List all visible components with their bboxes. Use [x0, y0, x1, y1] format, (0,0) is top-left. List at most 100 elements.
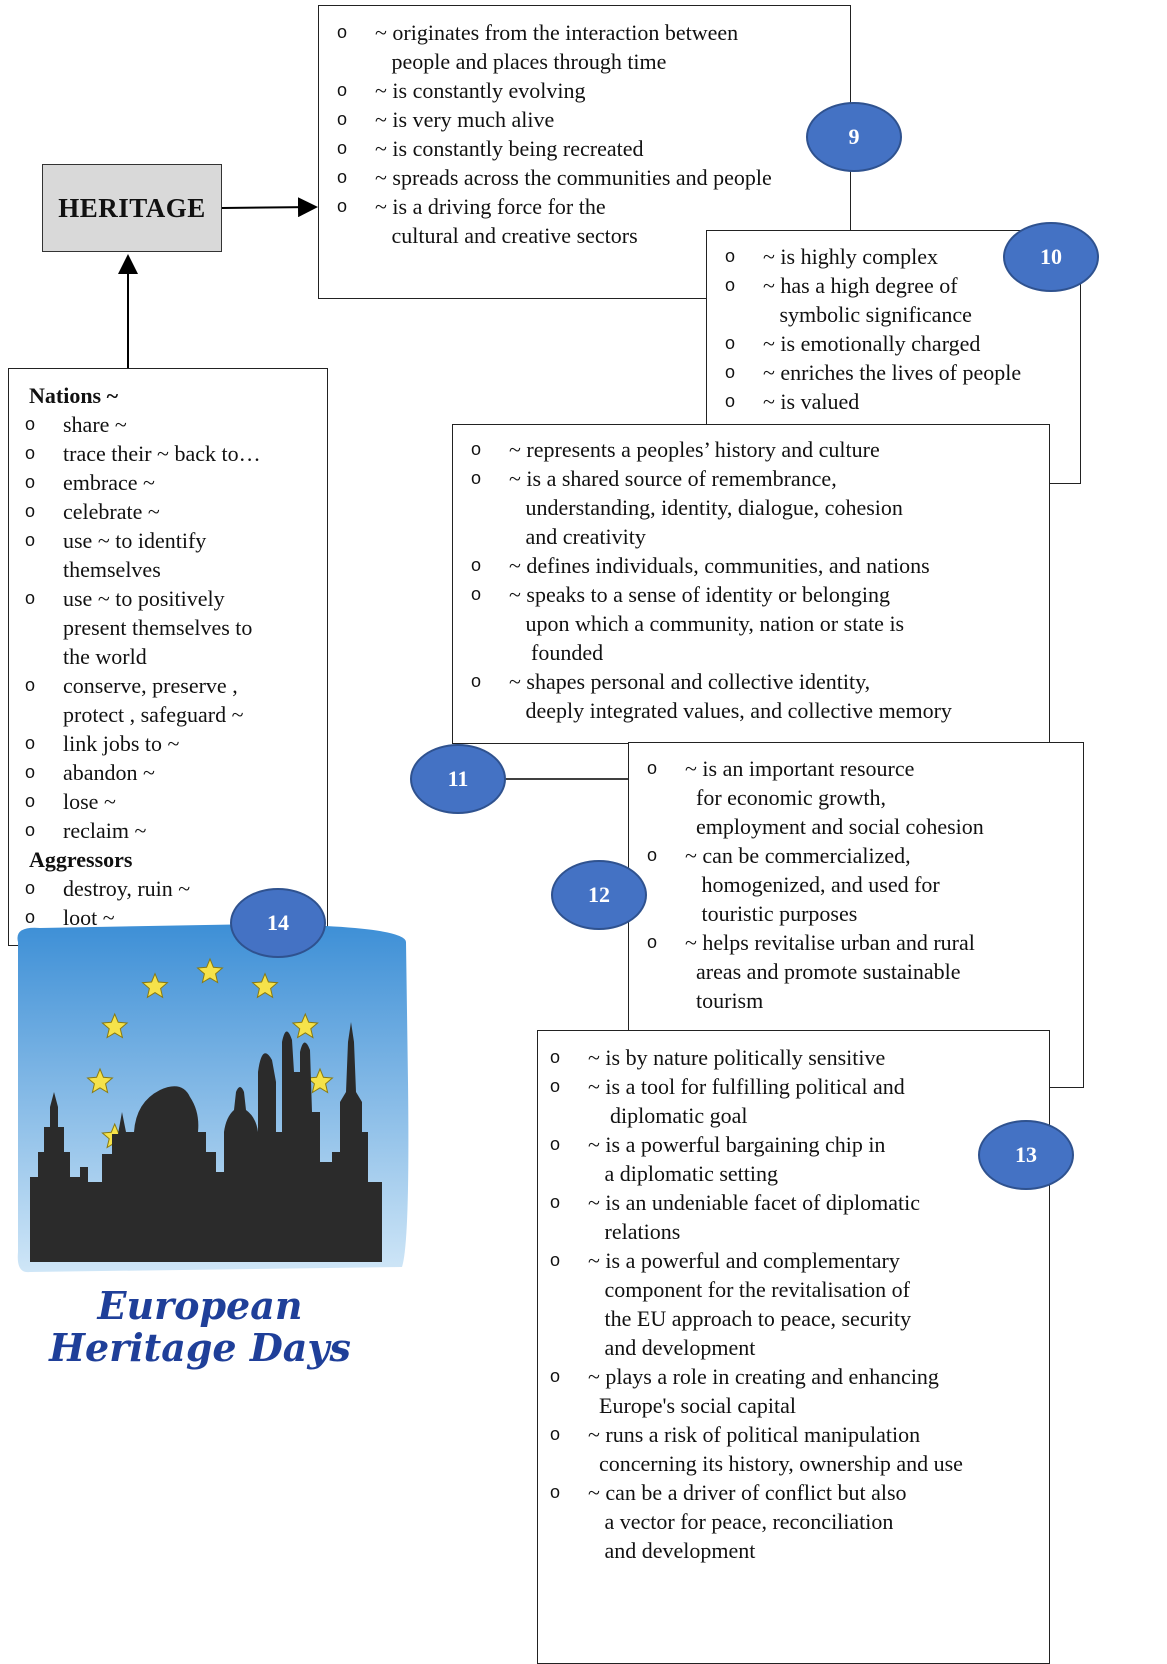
- box-9-list: ~ originates from the interaction betwee…: [337, 18, 850, 250]
- list-item: touristic purposes: [685, 901, 858, 926]
- box-11: ~ represents a peoples’ history and cult…: [452, 424, 1050, 744]
- list-item: ~ is constantly being recreated: [337, 134, 850, 163]
- list-item: present themselves to: [63, 615, 253, 640]
- list-item: ~ is an important resource: [647, 754, 1083, 783]
- list-item: ~ is valued: [725, 387, 1080, 416]
- list-item: ~ is very much alive: [337, 105, 850, 134]
- logo-line-2: Heritage Days: [49, 1325, 351, 1370]
- box-10-list: ~ is highly complex ~ has a high degree …: [725, 242, 1080, 416]
- box-9: ~ originates from the interaction betwee…: [318, 5, 851, 299]
- badge-11: 11: [410, 744, 506, 814]
- list-item: ~ speaks to a sense of identity or belon…: [471, 580, 1049, 609]
- box-14: Nations ~ share ~ trace their ~ back to……: [8, 368, 328, 946]
- list-item: ~ is a powerful bargaining chip in: [550, 1130, 1049, 1159]
- badge-10: 10: [1003, 222, 1099, 292]
- list-item: ~ has a high degree of: [725, 271, 1080, 300]
- box-13: ~ is by nature politically sensitive ~ i…: [537, 1030, 1050, 1664]
- list-item: employment and social cohesion: [685, 814, 984, 839]
- star-icon: [101, 1012, 129, 1039]
- list-item: ~ enriches the lives of people: [725, 358, 1080, 387]
- list-item: ~ runs a risk of political manipulation: [550, 1420, 1049, 1449]
- list-item: concerning its history, ownership and us…: [588, 1451, 963, 1476]
- box-13-list: ~ is by nature politically sensitive ~ i…: [550, 1043, 1049, 1565]
- list-item: ~ defines individuals, communities, and …: [471, 551, 1049, 580]
- list-item: and creativity: [509, 524, 646, 549]
- list-item: use ~ to positively: [25, 584, 327, 613]
- list-item: ~ can be a driver of conflict but also: [550, 1478, 1049, 1507]
- list-item: ~ originates from the interaction betwee…: [337, 18, 850, 47]
- list-item: ~ is by nature politically sensitive: [550, 1043, 1049, 1072]
- list-item: a vector for peace, reconciliation: [588, 1509, 894, 1534]
- list-item: symbolic significance: [763, 302, 972, 327]
- list-item: a diplomatic setting: [588, 1161, 779, 1186]
- list-item: reclaim ~: [25, 816, 327, 845]
- list-item: the EU approach to peace, security: [588, 1306, 912, 1331]
- badge-9: 9: [806, 102, 902, 172]
- list-item: upon which a community, nation or state …: [509, 611, 905, 636]
- list-item: share ~: [25, 410, 327, 439]
- nations-heading: Nations ~: [29, 383, 119, 408]
- star-icon: [291, 1012, 319, 1039]
- list-item: ~ helps revitalise urban and rural: [647, 928, 1083, 957]
- box-11-list: ~ represents a peoples’ history and cult…: [471, 435, 1049, 725]
- list-item: embrace ~: [25, 468, 327, 497]
- list-item: conserve, preserve ,: [25, 671, 327, 700]
- list-item: understanding, identity, dialogue, cohes…: [509, 495, 903, 520]
- european-heritage-days-logo: [17, 924, 409, 1273]
- list-item: loot ~: [25, 903, 327, 932]
- list-item: ~ plays a role in creating and enhancing: [550, 1362, 1049, 1391]
- list-item: for economic growth,: [685, 785, 886, 810]
- list-item: ~ shapes personal and collective identit…: [471, 667, 1049, 696]
- list-item: ~ represents a peoples’ history and cult…: [471, 435, 1049, 464]
- list-item: deeply integrated values, and collective…: [509, 698, 952, 723]
- star-icon: [196, 957, 224, 984]
- arrow-heritage-to-box9: [221, 197, 318, 218]
- list-item: link jobs to ~: [25, 729, 327, 758]
- list-item: themselves: [63, 557, 161, 582]
- logo-wordmark: European Heritage Days: [0, 1285, 400, 1369]
- list-item: diplomatic goal: [588, 1103, 748, 1128]
- badge-12: 12: [551, 860, 647, 930]
- list-item: ~ is a powerful and complementary: [550, 1246, 1049, 1275]
- box-12-list: ~ is an important resource for economic …: [647, 754, 1083, 1015]
- list-item: celebrate ~: [25, 497, 327, 526]
- list-item: ~ is highly complex: [725, 242, 1080, 271]
- list-item: abandon ~: [25, 758, 327, 787]
- list-item: trace their ~ back to…: [25, 439, 327, 468]
- list-item: homogenized, and used for: [685, 872, 940, 897]
- list-item: lose ~: [25, 787, 327, 816]
- list-item: ~ is an undeniable facet of diplomatic: [550, 1188, 1049, 1217]
- list-item: areas and promote sustainable: [685, 959, 961, 984]
- list-item: ~ is a driving force for the: [337, 192, 850, 221]
- badge-13: 13: [978, 1120, 1074, 1190]
- list-item: destroy, ruin ~: [25, 874, 327, 903]
- heritage-node: HERITAGE: [42, 164, 222, 252]
- skyline: [30, 1022, 382, 1262]
- list-item: protect , safeguard ~: [63, 702, 244, 727]
- box-14-list: Nations ~ share ~ trace their ~ back to……: [25, 381, 327, 932]
- list-item: component for the revitalisation of: [588, 1277, 910, 1302]
- heritage-label: HERITAGE: [58, 192, 206, 223]
- list-item: cultural and creative sectors: [375, 223, 638, 248]
- list-item: ~ is emotionally charged: [725, 329, 1080, 358]
- list-item: ~ is a shared source of remembrance,: [471, 464, 1049, 493]
- list-item: ~ can be commercialized,: [647, 841, 1083, 870]
- list-item: ~ is a tool for fulfilling political and: [550, 1072, 1049, 1101]
- star-icon: [86, 1067, 114, 1094]
- list-item: ~ is constantly evolving: [337, 76, 850, 105]
- list-item: Europe's social capital: [588, 1393, 797, 1418]
- list-item: people and places through time: [375, 49, 667, 74]
- list-item: use ~ to identify: [25, 526, 327, 555]
- star-icon: [141, 972, 169, 999]
- list-item: and development: [588, 1335, 756, 1360]
- aggressors-heading: Aggressors: [29, 847, 133, 872]
- logo-line-1: European: [97, 1283, 303, 1328]
- star-icon: [251, 972, 279, 999]
- badge-14: 14: [230, 888, 326, 958]
- list-item: ~ spreads across the communities and peo…: [337, 163, 850, 192]
- list-item: and development: [588, 1538, 756, 1563]
- list-item: founded: [509, 640, 604, 665]
- list-item: tourism: [685, 988, 764, 1013]
- list-item: the world: [63, 644, 147, 669]
